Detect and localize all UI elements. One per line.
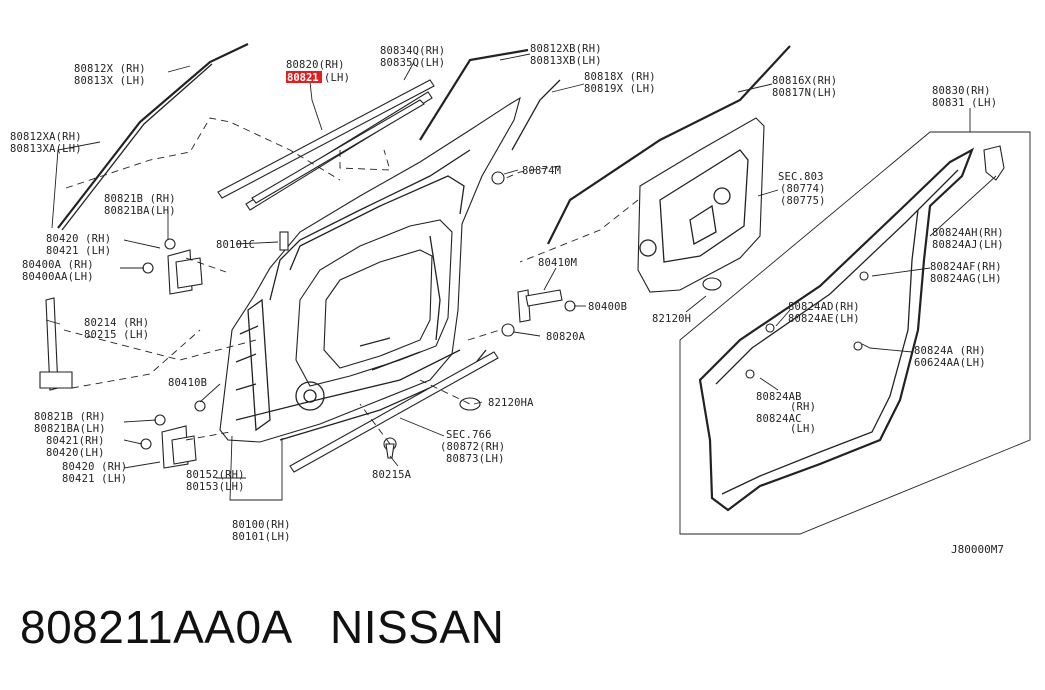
- label-80821b-top: 80821B (RH): [104, 193, 176, 205]
- label-82120ha: 82120HA: [488, 397, 534, 409]
- label-80821-suffix: (LH): [324, 72, 350, 84]
- hardware: [39, 171, 869, 469]
- label-80872: (80872(RH): [440, 441, 505, 453]
- label-80821b-bot: 80821B (RH): [34, 411, 106, 423]
- label-80874m: 80874M: [522, 165, 561, 177]
- door-module-panel: [637, 117, 765, 293]
- label-80153: 80153(LH): [186, 481, 245, 493]
- label-80820a: 80820A: [546, 331, 586, 343]
- label-60624aa: 60624AA(LH): [914, 357, 986, 369]
- caption-spacer: [290, 601, 330, 653]
- label-80410m: 80410M: [538, 257, 577, 269]
- label-80821-highlight: 80821: [287, 72, 319, 84]
- weatherstrip-box: [679, 131, 1031, 535]
- glass-run-channels: [217, 79, 435, 211]
- label-80812x: 80812X (RH): [74, 63, 146, 75]
- assembly-dashes: [63, 117, 639, 445]
- footer-caption: 808211AA0A NISSAN: [20, 600, 504, 654]
- label-80824ad: 80824AD(RH): [788, 301, 860, 313]
- label-80420-bot: 80420 (RH): [62, 461, 127, 473]
- label-80400b: 80400B: [588, 301, 627, 313]
- label-80400aa: 80400AA(LH): [22, 271, 94, 283]
- label-80214: 80214 (RH): [84, 317, 149, 329]
- label-80831: 80831 (LH): [932, 97, 997, 109]
- label-80420-top: 80420 (RH): [46, 233, 111, 245]
- leader-lines: [45, 53, 997, 501]
- label-80834q: 80834Q(RH): [380, 45, 445, 57]
- part-number: 808211AA0A: [20, 601, 291, 653]
- label-80818x: 80818X (RH): [584, 71, 656, 83]
- label-80774: (80774): [780, 183, 826, 195]
- label-80813x: 80813X (LH): [74, 75, 146, 87]
- label-80816x: 80816X(RH): [772, 75, 837, 87]
- highlight-box: [286, 71, 322, 83]
- label-80421-mid: 80421(RH): [46, 435, 105, 447]
- label-80824ac: 80824AC: [756, 413, 802, 425]
- label-80824ae: 80824AE(LH): [788, 313, 860, 325]
- label-80812xa: 80812XA(RH): [10, 131, 82, 143]
- label-82120h: 82120H: [652, 313, 691, 325]
- label-80824ag: 80824AG(LH): [930, 273, 1002, 285]
- label-80813xa: 80813XA(LH): [10, 143, 82, 155]
- label-80824ac-lh: (LH): [790, 423, 816, 435]
- label-80824af: 80824AF(RH): [930, 261, 1002, 273]
- label-80824a: 80824A (RH): [914, 345, 986, 357]
- label-80400a: 80400A (RH): [22, 259, 94, 271]
- label-80775: (80775): [780, 195, 826, 207]
- label-80830: 80830(RH): [932, 85, 991, 97]
- label-80101: 80101(LH): [232, 531, 291, 543]
- label-80215: 80215 (LH): [84, 329, 149, 341]
- sill-strip: [289, 351, 499, 473]
- label-80152: 80152(RH): [186, 469, 245, 481]
- label-80824ab: 80824AB: [756, 391, 802, 403]
- label-sec766: SEC.766: [446, 429, 492, 441]
- label-80410b: 80410B: [168, 377, 207, 389]
- label-80824ah: 80824AH(RH): [932, 227, 1004, 239]
- label-80101c: 80101C: [216, 239, 255, 251]
- label-80821ba-bot: 80821BA(LH): [34, 423, 106, 435]
- upper-molding-80816x: [547, 45, 791, 245]
- label-80820: 80820(RH): [286, 59, 345, 71]
- label-80421-top: 80421 (LH): [46, 245, 111, 257]
- label-80100: 80100(RH): [232, 519, 291, 531]
- label-80817n: 80817N(LH): [772, 87, 837, 99]
- outer-moldings: [57, 43, 561, 231]
- label-80420-mid: 80420(LH): [46, 447, 105, 459]
- label-80812xb: 80812XB(RH): [530, 43, 602, 55]
- label-sec803: SEC.803: [778, 171, 824, 183]
- diagram-code: J80000M7: [951, 543, 1004, 556]
- label-80824ab-rh: (RH): [790, 401, 816, 413]
- label-80421-bot: 80421 (LH): [62, 473, 127, 485]
- label-80215a: 80215A: [372, 469, 412, 481]
- label-80835q: 80835Q(LH): [380, 57, 445, 69]
- label-80873: 80873(LH): [446, 453, 505, 465]
- label-80821ba-top: 80821BA(LH): [104, 205, 176, 217]
- label-80819x: 80819X (LH): [584, 83, 656, 95]
- brand-name: NISSAN: [330, 601, 505, 653]
- label-80824aj: 80824AJ(LH): [932, 239, 1004, 251]
- part-labels: 80812X (RH) 80813X (LH) 80812XA(RH) 8081…: [10, 43, 1004, 543]
- label-80813xb: 80813XB(LH): [530, 55, 602, 67]
- door-shell: [219, 96, 521, 443]
